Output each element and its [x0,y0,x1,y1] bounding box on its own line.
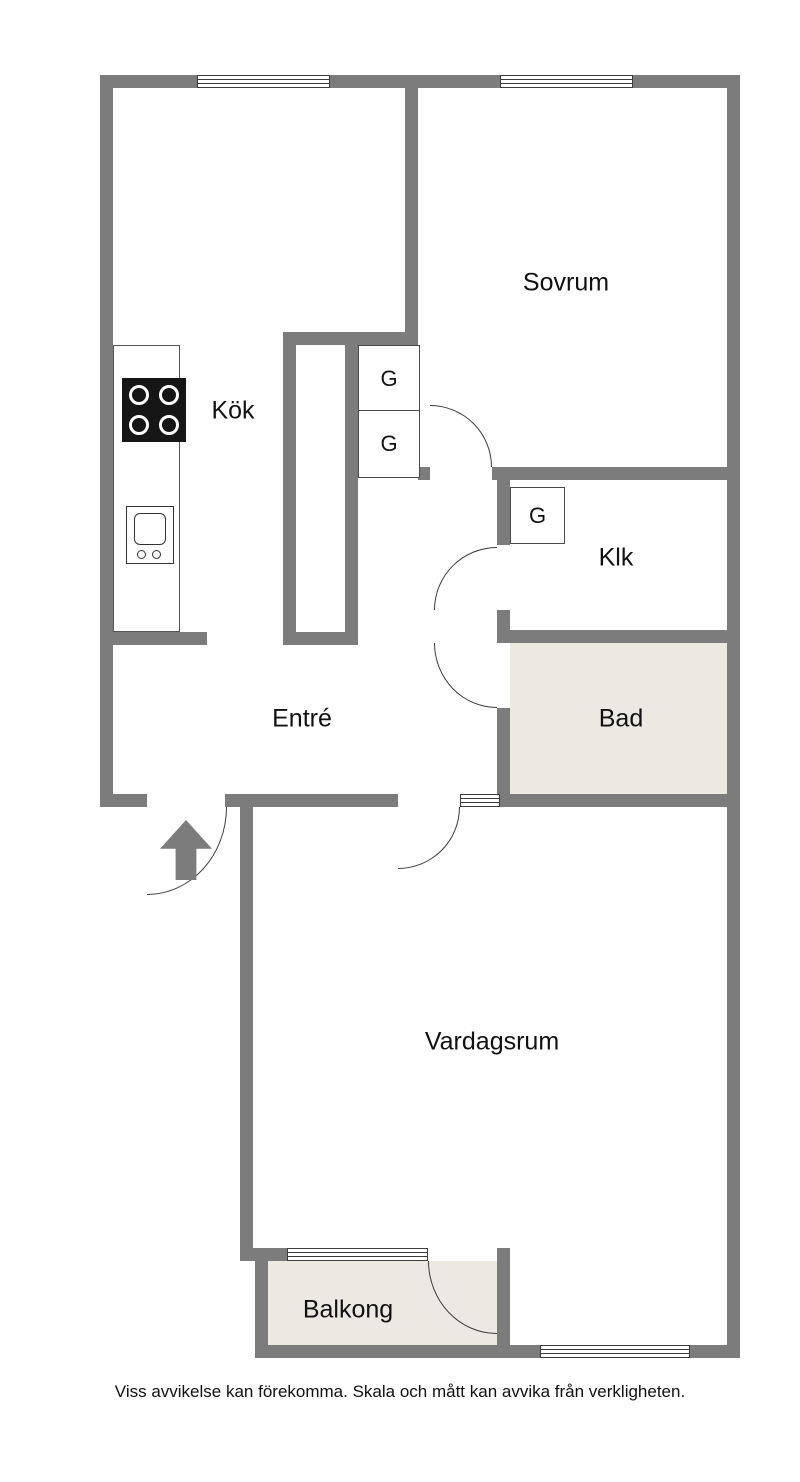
wall-klk-left-a [497,480,510,545]
wall-balcony-right [497,1248,510,1358]
klk-door-swing-arc [434,547,497,610]
wardrobe-g3: G [510,487,565,544]
wardrobe-g1-label: G [380,365,398,391]
wall-bedroom-bottom-a [418,467,430,480]
wall-outer-top [100,75,740,88]
balcony-window [287,1248,428,1261]
livingroom-door-swing-arc [398,807,460,869]
klk-door-opening [497,545,510,610]
bathroom-door-opening [497,643,510,708]
wall-outer-left [100,75,113,807]
wall-klk-left-b [497,610,510,630]
bathroom-floor [510,643,727,794]
stove-icon [122,378,186,442]
wall-entre-bottom-right [465,794,740,807]
wardrobe-g1: G [358,345,420,412]
wardrobe-g2: G [358,410,420,478]
sink-icon [126,506,174,564]
wall-bedroom-bottom-b [492,467,727,480]
livingroom-window [540,1345,690,1358]
bedroom-window [500,75,633,88]
wall-entre-bottom-mid [225,794,398,807]
room-label-kok: Kök [211,396,255,425]
stove-burner [129,385,149,405]
sink-basin [134,513,166,545]
disclaimer-text: Viss avvikelse kan förekomma. Skala och … [114,1382,686,1401]
wall-shaft-left [283,332,296,645]
livingroom-door-opening [398,794,460,807]
bathroom-door-swing-arc [434,643,497,708]
wall-bathroom-left [497,708,510,794]
wall-kitchen-bottom [100,632,207,645]
wall-outer-right [727,75,740,1358]
wall-shaft-bottom [283,632,358,645]
sink-tap [137,550,146,559]
wall-kitchen-bedroom-divider [405,75,418,345]
room-label-klk: Klk [598,543,634,572]
room-label-balkong: Balkong [302,1295,394,1324]
wall-balcony-left [255,1261,268,1358]
entre-small-window [460,794,500,807]
stove-burner [159,385,179,405]
wall-entre-bottom-stub [100,794,147,807]
wall-shaft-right [345,332,358,645]
wardrobe-g2-label: G [380,431,398,456]
room-label-bad: Bad [598,704,644,733]
bedroom-door-opening [430,467,492,480]
wardrobe-g3-label: G [528,502,547,528]
entry-door-opening [147,794,225,807]
room-label-sovrum: Sovrum [522,268,610,297]
balcony-door-opening [428,1248,497,1261]
bedroom-door-swing-arc [430,405,492,467]
kitchen-window [197,75,330,88]
room-label-entre: Entré [272,704,332,733]
wall-livingroom-left [240,794,253,1261]
room-label-vardagsrum: Vardagsrum [424,1027,560,1056]
wall-bathroom-top [497,630,740,643]
stove-burner [129,415,149,435]
sink-tap [152,550,161,559]
stove-burner [159,415,179,435]
